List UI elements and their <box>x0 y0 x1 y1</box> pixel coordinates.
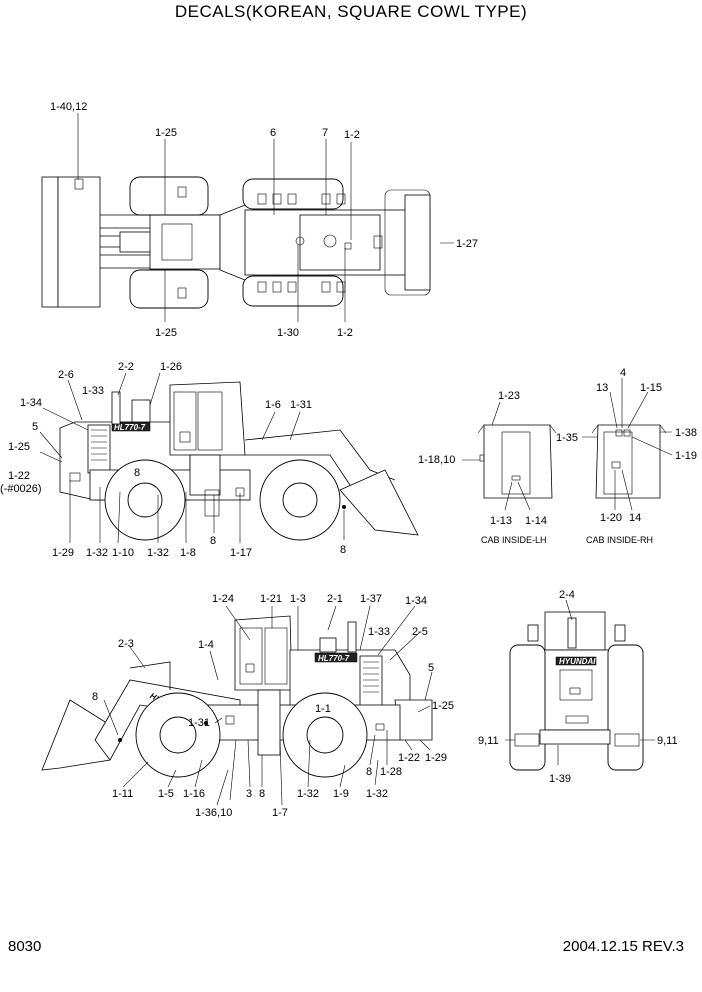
right-label-5: 5 <box>428 662 434 674</box>
top-label-1-2-b: 1-2 <box>337 327 353 339</box>
right-label-1-7: 1-7 <box>272 807 288 819</box>
left-label-2-2: 2-2 <box>118 361 134 373</box>
cab-lh-label-1-13: 1-13 <box>490 515 512 527</box>
right-label-1-34: 1-34 <box>405 595 427 607</box>
left-label-1-26: 1-26 <box>160 361 182 373</box>
left-label-8-b: 8 <box>210 535 216 547</box>
top-label-1-25-a: 1-25 <box>155 127 177 139</box>
left-label-0026: (-#0026) <box>0 483 42 495</box>
left-label-1-22: 1-22 <box>8 470 30 482</box>
rear-label-9-11-right: 9,11 <box>657 735 678 747</box>
right-label-1-32-b: 1-32 <box>366 788 388 800</box>
right-label-1-29: 1-29 <box>425 752 447 764</box>
right-label-1-37: 1-37 <box>360 593 382 605</box>
left-label-5: 5 <box>32 421 38 433</box>
left-label-1-17: 1-17 <box>230 547 252 559</box>
right-label-1-24: 1-24 <box>212 593 234 605</box>
right-label-1-22: 1-22 <box>398 752 420 764</box>
cab-rh-label-1-15: 1-15 <box>640 382 662 394</box>
right-label-2-5: 2-5 <box>412 626 428 638</box>
right-label-1-4: 1-4 <box>198 639 214 651</box>
rear-label-9-11-left: 9,11 <box>478 735 499 747</box>
right-model-logo: HL770-7 <box>318 654 350 663</box>
left-label-8-c: 8 <box>340 544 346 556</box>
top-label-1-40-12: 1-40,12 <box>50 101 87 113</box>
left-side-view: HL770-7 2-6 2-2 1-26 1-34 1-33 5 1-25 <box>0 361 419 559</box>
cab-rh-label-1-20: 1-20 <box>600 512 622 524</box>
left-label-1-33: 1-33 <box>82 385 104 397</box>
top-label-6: 6 <box>270 127 276 139</box>
left-model-logo: HL770-7 <box>114 423 146 432</box>
cab-lh-label-1-23: 1-23 <box>498 390 520 402</box>
left-label-1-10: 1-10 <box>112 547 134 559</box>
right-label-1-9: 1-9 <box>333 788 349 800</box>
right-label-8-b: 8 <box>259 788 265 800</box>
cab-rh-label-4: 4 <box>620 367 626 379</box>
top-view: 1-40,12 1-25 6 7 1-2 1-27 1-25 1-30 1-2 <box>41 101 478 339</box>
cab-inside-rh: 4 13 1-15 1-35 1-38 1-19 1-20 14 CAB INS… <box>556 367 697 545</box>
right-label-1-25: 1-25 <box>432 700 454 712</box>
right-label-8-a: 8 <box>92 691 98 703</box>
left-label-8-a: 8 <box>134 467 140 479</box>
right-side-view: HYUNDAI HL770-7 1-24 1-21 1-3 2-1 <box>41 593 454 819</box>
right-label-1-33: 1-33 <box>368 626 390 638</box>
right-label-2-3: 2-3 <box>118 638 134 650</box>
right-label-1-21: 1-21 <box>260 593 282 605</box>
left-label-1-34: 1-34 <box>20 397 42 409</box>
left-label-1-32-a: 1-32 <box>86 547 108 559</box>
page-number: 8030 <box>8 938 42 955</box>
left-label-1-8: 1-8 <box>180 547 196 559</box>
cab-rh-label-1-38: 1-38 <box>675 427 697 439</box>
top-label-1-27: 1-27 <box>456 238 478 250</box>
rear-label-2-4: 2-4 <box>559 589 575 601</box>
rear-view: HYUNDAI 2-4 9,11 9,11 1-39 <box>478 589 678 785</box>
date-revision: 2004.12.15 REV.3 <box>562 938 684 955</box>
right-label-1-31: 1-31 <box>188 717 210 729</box>
left-label-2-6: 2-6 <box>58 369 74 381</box>
left-label-1-31: 1-31 <box>290 399 312 411</box>
rear-brand-logo: HYUNDAI <box>559 657 596 666</box>
top-label-7: 7 <box>322 127 328 139</box>
right-label-1-3: 1-3 <box>290 593 306 605</box>
left-label-1-32-b: 1-32 <box>147 547 169 559</box>
left-label-1-29: 1-29 <box>52 547 74 559</box>
right-label-3: 3 <box>246 788 252 800</box>
left-label-1-6: 1-6 <box>265 399 281 411</box>
right-label-1-32-a: 1-32 <box>297 788 319 800</box>
cab-rh-label-14: 14 <box>629 512 641 524</box>
right-label-1-11: 1-11 <box>112 788 133 800</box>
top-label-1-25-b: 1-25 <box>155 327 177 339</box>
right-label-2-1: 2-1 <box>327 593 343 605</box>
top-label-1-2-a: 1-2 <box>344 129 360 141</box>
cab-inside-lh: 1-23 1-18,10 1-13 1-14 CAB INSIDE-LH <box>418 390 557 545</box>
page-title: DECALS(KOREAN, SQUARE COWL TYPE) <box>174 2 528 21</box>
cab-rh-caption: CAB INSIDE-RH <box>586 535 653 545</box>
rear-label-1-39: 1-39 <box>549 773 571 785</box>
right-label-1-5: 1-5 <box>158 788 174 800</box>
right-label-1-1: 1-1 <box>315 703 331 715</box>
cab-lh-label-1-14: 1-14 <box>525 515 547 527</box>
right-label-8-c: 8 <box>366 766 372 778</box>
cab-rh-label-1-19: 1-19 <box>675 450 697 462</box>
cab-lh-caption: CAB INSIDE-LH <box>481 535 547 545</box>
right-label-1-36-10: 1-36,10 <box>195 807 232 819</box>
top-label-1-30: 1-30 <box>277 327 299 339</box>
cab-rh-label-13: 13 <box>596 382 608 394</box>
cab-rh-label-1-35: 1-35 <box>556 432 578 444</box>
right-label-1-16: 1-16 <box>183 788 205 800</box>
left-label-1-25: 1-25 <box>8 441 30 453</box>
cab-lh-label-1-18-10: 1-18,10 <box>418 454 455 466</box>
right-label-1-28: 1-28 <box>380 766 402 778</box>
